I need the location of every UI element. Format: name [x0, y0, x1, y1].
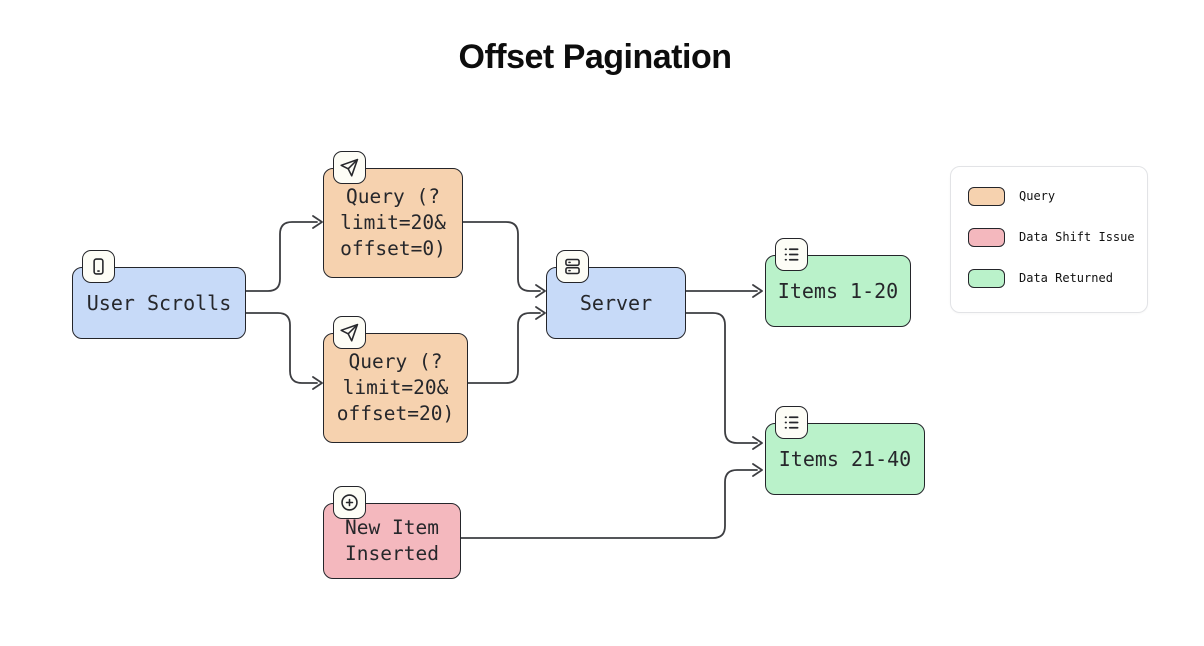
node-label-line: Query (? [348, 350, 443, 373]
arrowhead-server-top [535, 284, 546, 298]
node-label: Server [579, 291, 653, 315]
node-label-line: offset=20) [336, 402, 455, 425]
edge-query1-to-server [462, 221, 541, 292]
node-label-line: limit=20& [342, 376, 449, 399]
send-icon [333, 316, 366, 349]
plus-circle-icon [333, 486, 366, 519]
node-query-offset-0[interactable]: Query (? limit=20& offset=0) [323, 168, 463, 278]
legend-label: Data Returned [1019, 271, 1113, 285]
page-title: Offset Pagination [458, 38, 732, 76]
edge-user-to-query1 [245, 221, 318, 292]
server-icon [556, 250, 589, 283]
arrowhead-items2-top [752, 436, 763, 450]
legend-swatch-query [968, 186, 1005, 206]
arrowhead-query1 [312, 215, 323, 229]
node-query-offset-20[interactable]: Query (? limit=20& offset=20) [323, 333, 468, 443]
send-icon [333, 151, 366, 184]
list-icon [775, 238, 808, 271]
legend-item-data-returned: Data Returned [968, 262, 1147, 294]
smartphone-icon [82, 250, 115, 283]
arrowhead-query2 [312, 376, 323, 390]
node-label-line: offset=0) [340, 237, 446, 260]
edge-query2-to-server [467, 312, 541, 384]
legend-swatch-data-shift-issue [968, 227, 1005, 247]
arrowhead-server-bottom [535, 306, 546, 320]
legend-item-data-shift-issue: Data Shift Issue [968, 221, 1147, 253]
edge-user-to-query2 [245, 312, 318, 384]
node-label-line: Inserted [345, 542, 439, 565]
legend-label: Query [1019, 189, 1056, 203]
node-label-line: New Item [345, 516, 439, 539]
edge-newitem-to-items2 [460, 469, 758, 539]
node-label: Items 21-40 [778, 447, 912, 471]
legend-item-query: Query [968, 180, 1147, 212]
arrowhead-items2-bottom [752, 463, 763, 477]
node-label: User Scrolls [86, 291, 232, 315]
edge-server-to-items2 [685, 312, 758, 444]
legend-swatch-data-returned [968, 268, 1005, 288]
legend: Query Data Shift Issue Data Returned [950, 166, 1148, 313]
node-label-line: limit=20& [340, 211, 446, 234]
node-label-line: Query (? [346, 185, 440, 208]
node-label: Items 1-20 [777, 279, 899, 303]
arrowhead-items1 [752, 284, 763, 298]
list-icon [775, 406, 808, 439]
node-user-scrolls[interactable]: User Scrolls [72, 267, 246, 339]
legend-label: Data Shift Issue [1019, 230, 1135, 244]
